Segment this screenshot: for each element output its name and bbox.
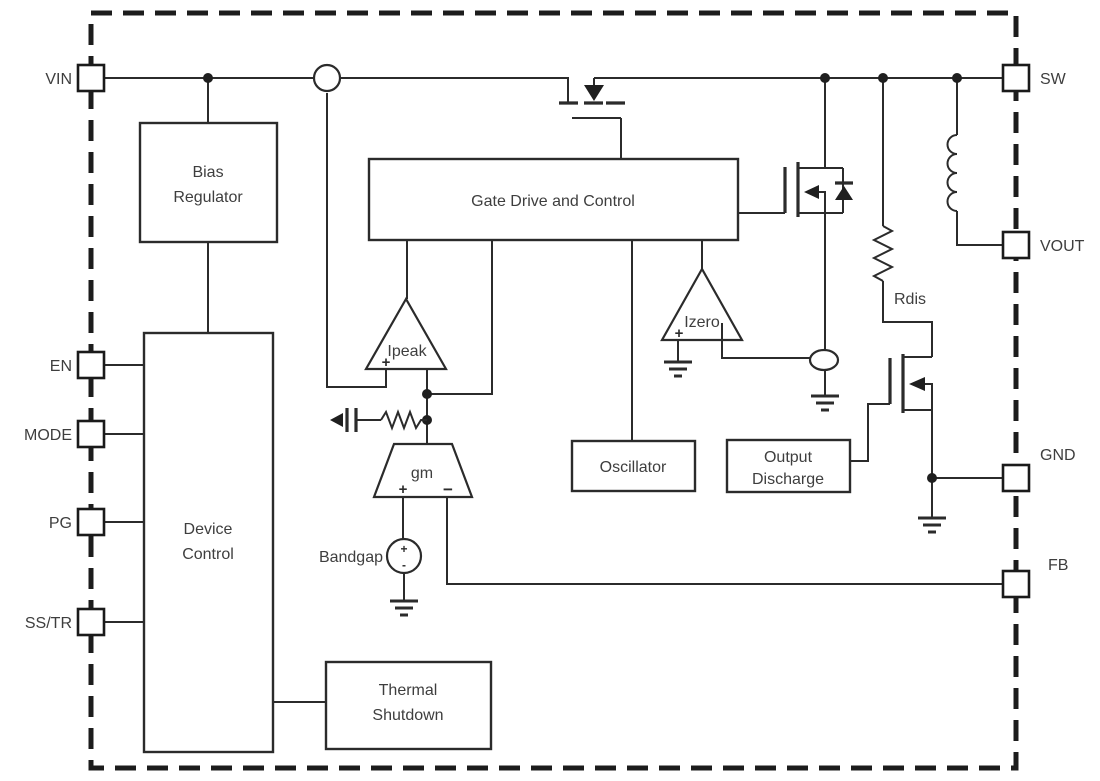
- net-inductor-branch: [956, 78, 1003, 246]
- gm-plus-sign: +: [399, 481, 408, 498]
- rdis-resistor-icon: [871, 225, 895, 282]
- ground-icon: [809, 394, 841, 412]
- gate-drive-label: Gate Drive and Control: [471, 193, 635, 210]
- gm-minus-sign: −: [443, 480, 453, 499]
- pin-label-vout: VOUT: [1040, 238, 1085, 255]
- net-discharge-gate: [850, 403, 890, 462]
- ipeak-comparator: Ipeak +: [364, 296, 448, 371]
- pin-sstr: [76, 607, 106, 637]
- izero-current-sense-icon: [808, 348, 840, 372]
- high-side-pmos-icon: [559, 78, 625, 119]
- ground-icon: [916, 516, 948, 534]
- bandgap-label: Bandgap: [319, 549, 383, 566]
- pin-pg: [76, 507, 106, 537]
- izero-comparator: Izero +: [660, 266, 744, 348]
- inductor-icon: [946, 134, 958, 212]
- bandgap-source: + - Bandgap: [319, 537, 423, 575]
- thermal-shutdown-label-1: Thermal: [379, 682, 438, 699]
- pin-sw: [1001, 63, 1031, 93]
- rdis-label: Rdis: [894, 291, 926, 308]
- pin-label-sstr: SS/TR: [25, 615, 72, 632]
- junction-dot: [927, 473, 937, 483]
- junction-dot: [203, 73, 213, 83]
- ic-boundary: [88, 10, 1019, 771]
- ipeak-plus-sign: +: [382, 354, 391, 371]
- pin-labels: VIN EN MODE PG SS/TR SW VOUT GND FB: [24, 71, 1085, 632]
- block-device-control: Device Control: [142, 331, 275, 754]
- junction-dot: [878, 73, 888, 83]
- pin-fb: [1001, 569, 1031, 599]
- thermal-shutdown-label-2: Shutdown: [372, 707, 443, 724]
- vin-current-sense-icon: [312, 63, 342, 93]
- bias-regulator-label-2: Regulator: [173, 189, 243, 206]
- pin-label-gnd: GND: [1040, 447, 1076, 464]
- block-oscillator: Oscillator: [570, 439, 697, 493]
- net-gm-minus-fb: [446, 497, 1003, 585]
- bandgap-minus-sign: -: [402, 558, 406, 572]
- pin-label-mode: MODE: [24, 427, 72, 444]
- device-control-label-1: Device: [184, 521, 233, 538]
- oscillator-label: Oscillator: [600, 459, 667, 476]
- pin-label-sw: SW: [1040, 71, 1067, 88]
- output-discharge-label-1: Output: [764, 449, 813, 466]
- pin-en: [76, 350, 106, 380]
- net-rdis-branch: [882, 78, 933, 357]
- ground-icon: [388, 599, 420, 617]
- ipeak-label: Ipeak: [387, 343, 427, 360]
- pins: [76, 63, 1031, 637]
- block-gate-drive: Gate Drive and Control: [367, 157, 740, 242]
- bias-regulator-label-1: Bias: [192, 164, 223, 181]
- izero-plus-sign: +: [675, 325, 684, 342]
- compensation-resistor-icon: [380, 409, 427, 431]
- pin-label-vin: VIN: [45, 71, 72, 88]
- izero-label: Izero: [684, 314, 720, 331]
- bandgap-plus-sign: +: [400, 542, 407, 556]
- pin-gnd: [1001, 463, 1031, 493]
- net-gate-drive-outputs: [406, 240, 703, 441]
- junction-dot: [952, 73, 962, 83]
- net-ipeak-plus: [326, 93, 387, 388]
- sync-fet-nmos-icon: [783, 162, 853, 217]
- pin-label-fb: FB: [1048, 557, 1068, 574]
- net-left-pin-wires: [104, 364, 144, 623]
- compensation-network: [330, 408, 427, 432]
- junction-dot: [820, 73, 830, 83]
- pin-mode: [76, 419, 106, 449]
- discharge-nmos-icon: [888, 322, 933, 413]
- pin-label-en: EN: [50, 358, 72, 375]
- pin-vout: [1001, 230, 1031, 260]
- pin-vin: [76, 63, 106, 93]
- gm-label: gm: [411, 465, 433, 482]
- pin-label-pg: PG: [49, 515, 72, 532]
- junction-dots: [203, 73, 962, 483]
- net-gnd: [931, 410, 1003, 518]
- gm-amplifier: gm + −: [372, 442, 474, 499]
- left-arrow-icon: [330, 413, 343, 427]
- block-output-discharge: Output Discharge: [725, 438, 852, 494]
- net-izero-minus: [721, 348, 810, 359]
- device-control-label-2: Control: [182, 546, 234, 563]
- block-bias-regulator: Bias Regulator: [138, 121, 279, 244]
- ground-icon: [662, 360, 694, 378]
- output-discharge-label-2: Discharge: [752, 471, 824, 488]
- block-thermal-shutdown: Thermal Shutdown: [324, 660, 493, 751]
- junction-dot: [422, 389, 432, 399]
